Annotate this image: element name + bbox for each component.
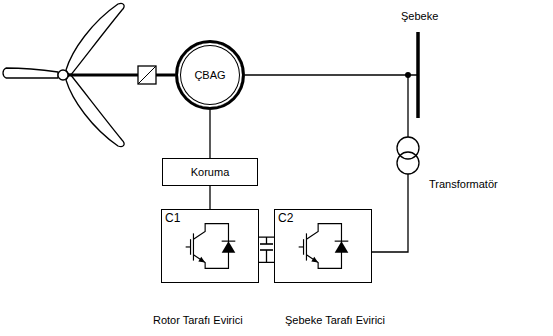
converter-box: C2	[274, 209, 372, 283]
gearbox-mark	[138, 66, 156, 84]
converter-name: C1	[165, 211, 180, 225]
node-text: ÇBAG	[194, 69, 225, 81]
grid-bus	[416, 32, 420, 118]
converter-label: Rotor Tarafı Evirici	[152, 314, 244, 326]
shaft	[68, 74, 138, 77]
stator-wire	[245, 74, 418, 75]
converter-label: Şebeke Tarafı Evirici	[284, 314, 386, 326]
protection-box: Koruma	[162, 158, 258, 186]
node-text: Koruma	[191, 166, 230, 178]
capacitor-lead	[266, 250, 267, 262]
hub	[58, 70, 68, 80]
generator-circle: ÇBAG	[175, 40, 245, 110]
converter-name: C2	[278, 211, 293, 225]
capacitor-lead	[266, 237, 267, 244]
connector-line	[259, 237, 274, 262]
connector-line	[209, 110, 210, 158]
gearbox	[138, 66, 156, 84]
wire	[372, 174, 408, 252]
transformer-coil	[397, 152, 419, 174]
capacitor-plate	[260, 243, 273, 245]
grid-label: Şebeke	[400, 10, 439, 22]
transformer-label: Transformatör	[428, 178, 499, 190]
blade	[66, 3, 124, 76]
blade	[66, 74, 124, 147]
connector-line	[209, 186, 210, 209]
blade	[3, 68, 58, 78]
shaft	[156, 74, 175, 77]
converter-box: C1	[161, 209, 259, 283]
wire	[407, 75, 408, 137]
